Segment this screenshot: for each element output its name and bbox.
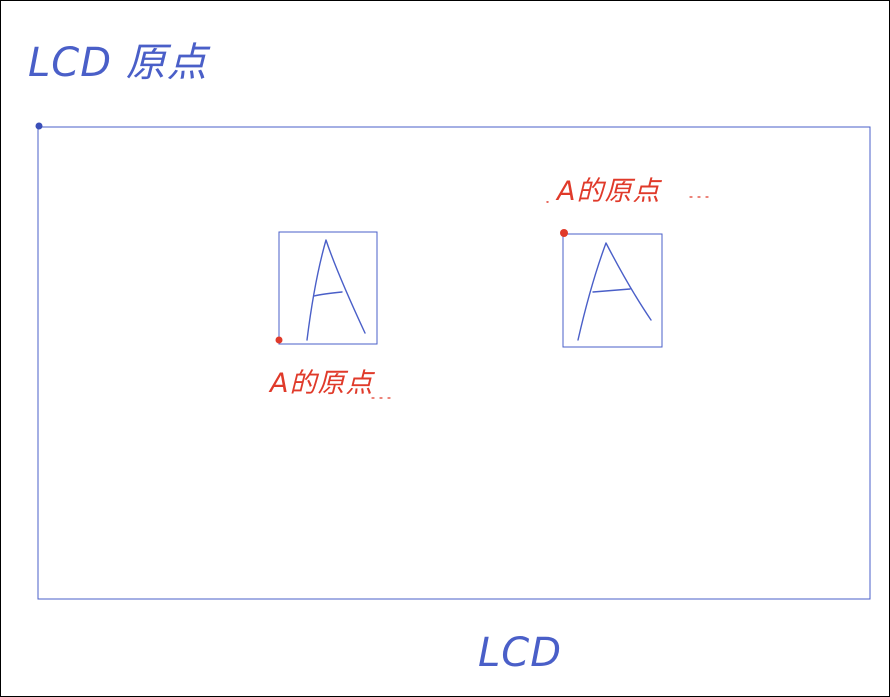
glyph-box-right [562, 233, 663, 348]
a-origin-dot-right [560, 229, 568, 237]
glyph-a-left [306, 239, 366, 341]
a-origin-label-right: A的原点 [555, 176, 662, 207]
lcd-screen-rect [37, 126, 871, 600]
glyph-box-left [278, 231, 378, 345]
lcd-origin-label: LCD 原点 [28, 40, 211, 86]
glyph-a-right [577, 242, 652, 341]
a-origin-label-left: A的原点 [268, 368, 375, 399]
lcd-origin-dot [35, 122, 43, 130]
a-origin-dot-left [275, 336, 283, 344]
lcd-label: LCD [478, 630, 562, 676]
